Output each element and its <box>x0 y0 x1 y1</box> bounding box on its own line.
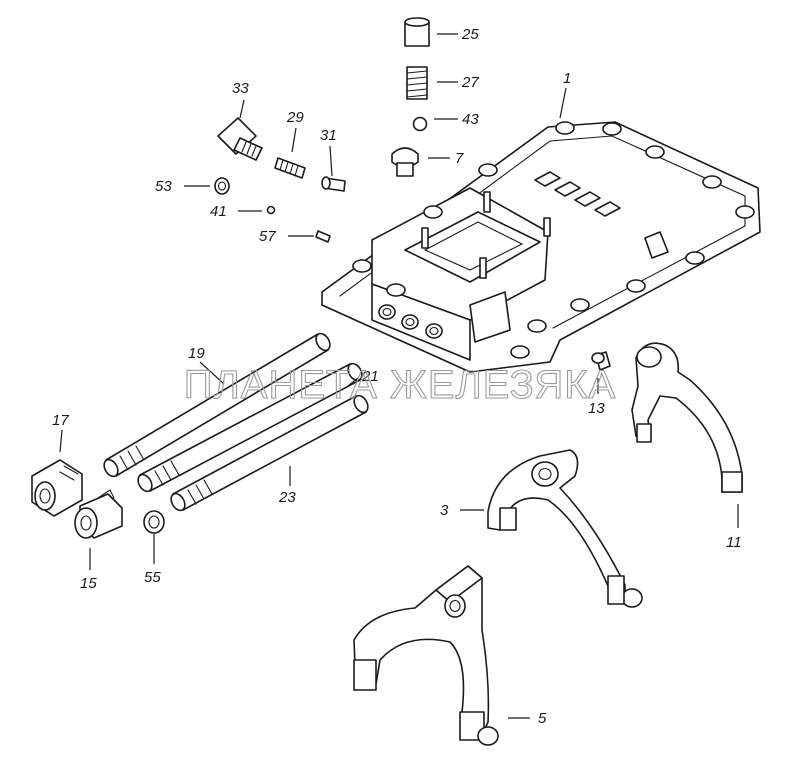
label-29: 29 <box>286 109 304 126</box>
leader-lines <box>59 33 739 719</box>
label-31: 31 <box>320 127 337 144</box>
label-13: 13 <box>588 400 605 417</box>
rod-19 <box>103 332 331 478</box>
bushing-25 <box>404 17 430 47</box>
fork-11 <box>631 342 743 493</box>
label-53: 53 <box>155 178 172 195</box>
label-7: 7 <box>455 150 464 167</box>
ball-43 <box>412 116 428 132</box>
head-17 <box>31 459 83 517</box>
ball-41 <box>266 205 276 215</box>
bolt-13 <box>591 351 611 371</box>
label-25: 25 <box>461 26 479 43</box>
fork-3 <box>487 449 643 608</box>
spring-29 <box>274 157 306 179</box>
label-23: 23 <box>278 489 296 506</box>
switch-33 <box>217 117 263 161</box>
label-1: 1 <box>563 70 571 87</box>
fork-5 <box>353 565 499 746</box>
washer-53 <box>214 177 230 195</box>
pin-57 <box>315 230 331 243</box>
pin-31 <box>321 176 346 192</box>
label-57: 57 <box>259 228 276 245</box>
cover-housing <box>321 121 761 373</box>
label-11: 11 <box>726 534 742 551</box>
head-15 <box>74 489 123 539</box>
label-17: 17 <box>52 412 69 429</box>
spring-27 <box>406 66 428 100</box>
label-41: 41 <box>210 203 227 220</box>
label-3: 3 <box>440 502 449 519</box>
watermark: ПЛАНЕТА ЖЕЛЕЗЯКА <box>184 363 616 407</box>
label-15: 15 <box>80 575 97 592</box>
label-5: 5 <box>538 710 547 727</box>
rod-21 <box>137 362 363 493</box>
ring-55 <box>143 510 165 534</box>
label-33: 33 <box>232 80 249 97</box>
plug-7 <box>391 147 419 177</box>
label-21: 21 <box>361 368 379 385</box>
label-19: 19 <box>188 345 205 362</box>
rod-23 <box>170 394 369 512</box>
part-labels: 25 27 43 7 1 33 29 31 53 41 57 19 21 23 … <box>52 26 742 727</box>
label-43: 43 <box>462 111 479 128</box>
label-55: 55 <box>144 569 161 586</box>
label-27: 27 <box>461 74 479 91</box>
